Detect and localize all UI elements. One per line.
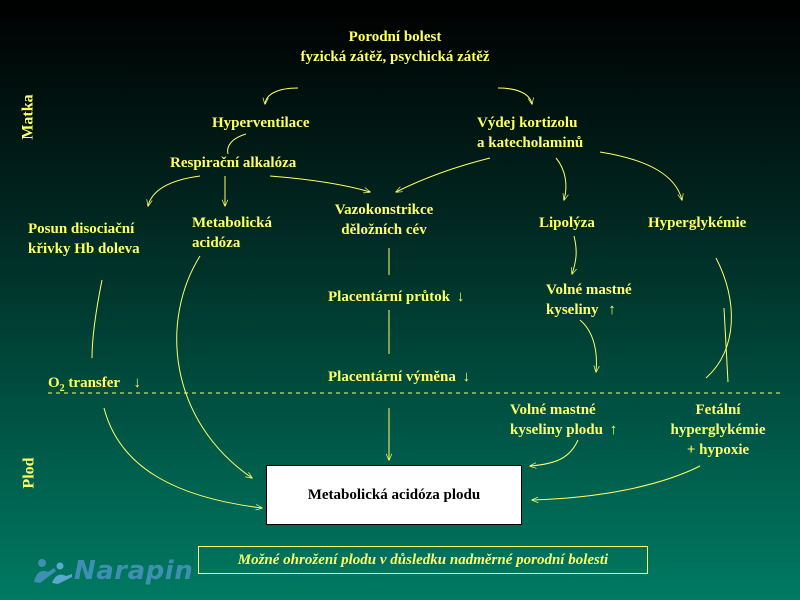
arrow-down-icon: ↓ — [456, 289, 465, 305]
node-hb-curve-shift: Posun disociační křivky Hb doleva — [28, 219, 140, 259]
arrow-stress-to-cortisol — [497, 87, 532, 104]
arrow-alkalosis-to-shift — [148, 175, 201, 206]
node-placental-flow: Placentární průtok ↓ — [328, 287, 464, 307]
arrow-o2-to-result — [103, 407, 262, 508]
node-cortisol-release: Výdej kortizolu a katecholaminů — [477, 113, 583, 153]
node-vaso-line2: děložních cév — [341, 222, 427, 238]
logo-figures-icon — [34, 559, 72, 584]
footer-note: Možné ohrožení plodu v důsledku nadměrné… — [198, 546, 648, 574]
node-placental-flow-label: Placentární průtok — [328, 289, 451, 305]
node-vasoconstriction: Vazokonstrikce děložních cév — [335, 200, 434, 240]
narapin-logo: Narapin — [30, 556, 193, 586]
arrow-hyperventilation-to-alkalosis — [227, 133, 247, 155]
footer-note-text: Možné ohrožení plodu v důsledku nadměrné… — [237, 551, 609, 568]
node-labor-pain-line1: Porodní bolest — [348, 29, 442, 45]
node-cortisol-line1: Výdej kortizolu — [477, 115, 578, 131]
node-labor-pain-line2: fyzická zátěž, psychická zátěž — [300, 49, 490, 65]
node-hb-shift-line1: Posun disociační — [28, 221, 135, 237]
node-ffa-line2-row: kyseliny ↑ — [546, 300, 632, 320]
node-hb-shift-line2: křivky Hb doleva — [28, 241, 140, 257]
arrow-metacid-to-result — [176, 255, 252, 478]
arrow-down-icon: ↓ — [133, 375, 142, 391]
line-hyperglycemia-right — [723, 307, 729, 383]
node-o2-transfer: O2 transfer ↓ — [48, 373, 141, 399]
arrow-lipolysis-to-ffa — [572, 235, 576, 274]
arrow-cortisol-to-vaso — [396, 157, 491, 192]
node-respiratory-alkalosis: Respirační alkalóza — [170, 155, 297, 171]
node-ffa-line1: Volné mastné — [546, 282, 632, 298]
node-met-acid-line2: acidóza — [192, 235, 241, 251]
node-fetal-hyperglycemia: Fetální hyperglykémie + hypoxie — [671, 400, 766, 460]
node-fetal-ffa-line2-row: kyseliny plodu ↑ — [510, 420, 617, 440]
line-hyperglycemia-to-fetal — [705, 257, 732, 379]
result-box: Metabolická acidóza plodu — [266, 465, 522, 525]
side-label-mother: Matka — [19, 94, 37, 140]
node-o2-sub: 2 — [59, 383, 65, 394]
node-hyperventilation: Hyperventilace — [212, 115, 310, 131]
node-cortisol-line2: a katecholaminů — [477, 135, 584, 151]
node-labor-pain: Porodní bolest fyzická zátěž, psychická … — [300, 27, 489, 67]
node-fetal-hyper-line3: + hypoxie — [686, 442, 750, 458]
node-free-fatty-acids: Volné mastné kyseliny ↑ — [546, 280, 632, 320]
node-o2-prefix: O — [48, 375, 60, 391]
node-ffa-line2: kyseliny — [546, 302, 599, 318]
node-placental-exchange: Placentární výměna ↓ — [328, 367, 470, 387]
node-hyperglycemia: Hyperglykémie — [648, 215, 747, 231]
node-placental-exchange-label: Placentární výměna — [328, 369, 456, 385]
arrow-fetal-hyper-to-result — [532, 465, 701, 500]
node-lipolysis: Lipolýza — [539, 215, 595, 231]
node-o2-suffix: transfer — [64, 375, 120, 391]
node-fetal-hyper-line2: hyperglykémie — [670, 422, 766, 438]
arrow-fetal-ffa-to-result — [530, 439, 579, 466]
node-fetal-ffa-line2: kyseliny plodu — [510, 422, 603, 438]
arrow-up-icon: ↑ — [609, 422, 618, 438]
node-fetal-ffa-line1: Volné mastné — [510, 402, 596, 418]
node-fetal-fatty-acids: Volné mastné kyseliny plodu ↑ — [510, 400, 617, 440]
arrow-stress-to-hyperventilation — [265, 87, 299, 104]
arrow-down-icon: ↓ — [462, 369, 471, 385]
node-fetal-hyper-line1: Fetální — [695, 402, 741, 418]
logo-text: Narapin — [74, 556, 194, 586]
result-label: Metabolická acidóza plodu — [307, 486, 481, 503]
node-metabolic-acidosis: Metabolická acidóza — [192, 213, 272, 253]
line-shift-to-o2 — [91, 279, 103, 359]
arrow-up-icon: ↑ — [608, 302, 616, 318]
side-label-fetus: Plod — [20, 457, 38, 489]
node-met-acid-line1: Metabolická — [192, 215, 272, 231]
arrow-cortisol-to-lipolysis — [555, 157, 566, 200]
arrow-ffa-to-fetal-ffa — [579, 319, 596, 372]
arrow-alkalosis-to-vaso — [269, 175, 370, 192]
arrow-cortisol-to-hyperglycemia — [599, 151, 682, 200]
node-vaso-line1: Vazokonstrikce — [334, 202, 434, 218]
